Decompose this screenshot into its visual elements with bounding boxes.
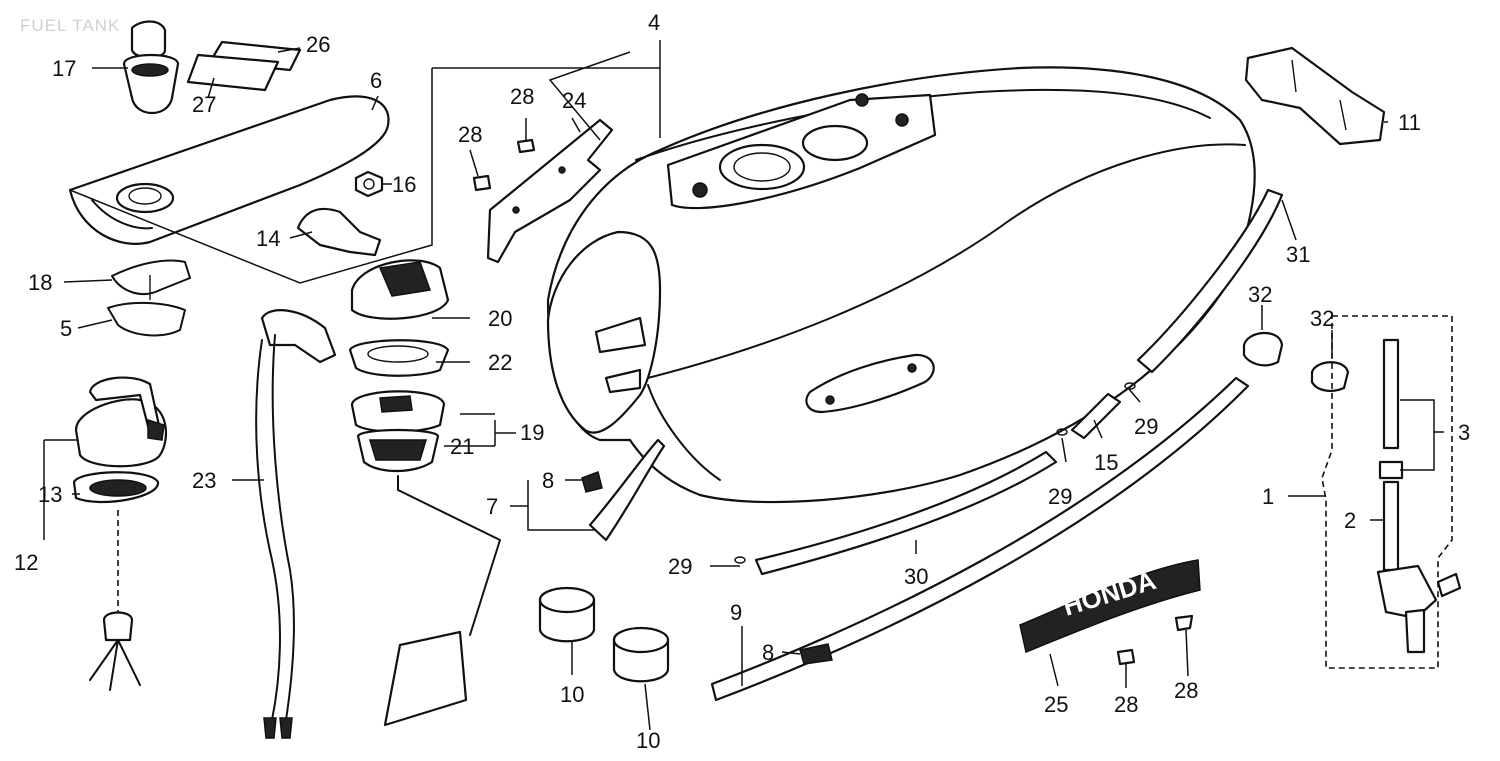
callout-32-left: 32 — [1248, 282, 1272, 307]
callout-8-lower: 8 — [762, 640, 774, 665]
callout-24: 24 — [562, 88, 586, 113]
callout-11: 11 — [1398, 110, 1421, 135]
diagram-title: FUEL TANK — [20, 16, 121, 35]
cushion[interactable] — [1244, 46, 1386, 146]
rubber-cap[interactable] — [1242, 331, 1350, 392]
wire-clip[interactable] — [107, 259, 191, 337]
callout-8-upper: 8 — [542, 468, 554, 493]
callout-29-mid: 29 — [1048, 484, 1072, 509]
callout-18: 18 — [28, 270, 52, 295]
nut[interactable] — [354, 170, 384, 198]
gauge-wire[interactable] — [255, 309, 337, 739]
callout-12: 12 — [14, 550, 38, 575]
callout-3: 3 — [1458, 420, 1470, 445]
callout-22: 22 — [488, 350, 512, 375]
callout-29-left: 29 — [668, 554, 692, 579]
rubber-damper[interactable] — [538, 586, 670, 683]
callout-28-bottom-right: 28 — [1174, 678, 1198, 703]
honda-emblem[interactable]: HONDA — [1019, 559, 1201, 654]
callout-7: 7 — [486, 494, 498, 519]
rubber-strip[interactable] — [1136, 188, 1284, 374]
callout-25: 25 — [1044, 692, 1068, 717]
callout-21: 21 — [450, 434, 474, 459]
callout-17: 17 — [52, 56, 76, 81]
callout-9: 9 — [730, 600, 742, 625]
callout-15: 15 — [1094, 450, 1118, 475]
filler-cap[interactable] — [72, 376, 168, 691]
callout-31: 31 — [1286, 242, 1310, 267]
leader-lines — [43, 40, 1444, 731]
callout-20: 20 — [488, 306, 512, 331]
key-lock[interactable] — [122, 20, 180, 114]
callout-32-right: 32 — [1310, 306, 1334, 331]
callout-19: 19 — [520, 420, 544, 445]
callout-23: 23 — [192, 468, 216, 493]
callout-27: 27 — [192, 92, 216, 117]
callout-6: 6 — [370, 68, 382, 93]
callout-4: 4 — [648, 10, 660, 35]
fuel-tank[interactable] — [546, 66, 1256, 504]
clip[interactable] — [296, 207, 382, 257]
callout-28-bottom-left: 28 — [1114, 692, 1138, 717]
callout-10-bottom: 10 — [636, 728, 660, 753]
callout-5: 5 — [60, 316, 72, 341]
callout-29-right: 29 — [1134, 414, 1158, 439]
tank-cover-plate[interactable] — [68, 95, 390, 245]
screw[interactable] — [472, 138, 1194, 666]
callout-13: 13 — [38, 482, 62, 507]
bracket[interactable] — [486, 118, 614, 264]
callout-16: 16 — [392, 172, 416, 197]
callout-1: 1 — [1262, 484, 1274, 509]
callout-labels: 17 26 27 6 16 14 18 5 4 28 28 24 20 22 1… — [14, 10, 1470, 753]
label-sticker[interactable] — [186, 40, 302, 92]
tank-trim[interactable] — [581, 376, 1250, 702]
callout-10-left: 10 — [560, 682, 584, 707]
callout-26: 26 — [306, 32, 330, 57]
callout-2: 2 — [1344, 508, 1356, 533]
callout-30: 30 — [904, 564, 928, 589]
fuel-gauge-assembly[interactable] — [348, 259, 501, 727]
fuel-valve-assembly[interactable] — [1321, 315, 1462, 669]
callout-28-left: 28 — [458, 122, 482, 147]
callout-14: 14 — [256, 226, 280, 251]
callout-28-top: 28 — [510, 84, 534, 109]
fuel-hose[interactable] — [734, 382, 1136, 576]
